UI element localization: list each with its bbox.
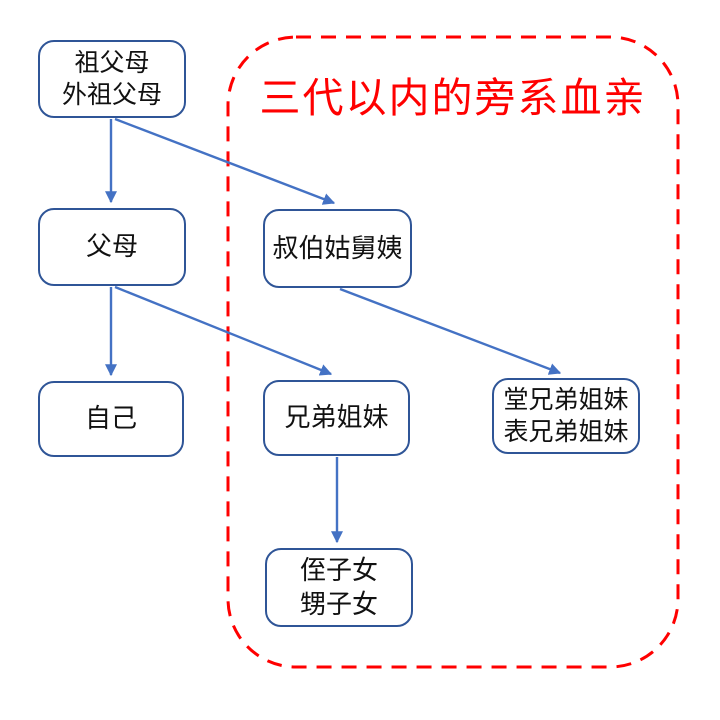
edge-parents-to-siblings [114,285,333,376]
node-nephews-nieces: 侄子女 甥子女 [265,548,413,627]
edge-grandparents-to-uncles-aunts [114,117,336,205]
edge-uncles-aunts-to-cousins [339,287,562,375]
group-title-collateral-relatives: 三代以内的旁系血亲 [259,75,647,121]
node-uncles-aunts: 叔伯姑舅姨 [263,209,412,288]
node-self: 自己 [38,381,184,457]
node-siblings: 兄弟姐妹 [263,380,410,456]
node-parents: 父母 [38,208,186,286]
collateral-relatives-group-outline [226,35,680,669]
node-grandparents: 祖父母 外祖父母 [38,40,186,118]
node-cousins: 堂兄弟姐妹 表兄弟姐妹 [492,378,640,454]
